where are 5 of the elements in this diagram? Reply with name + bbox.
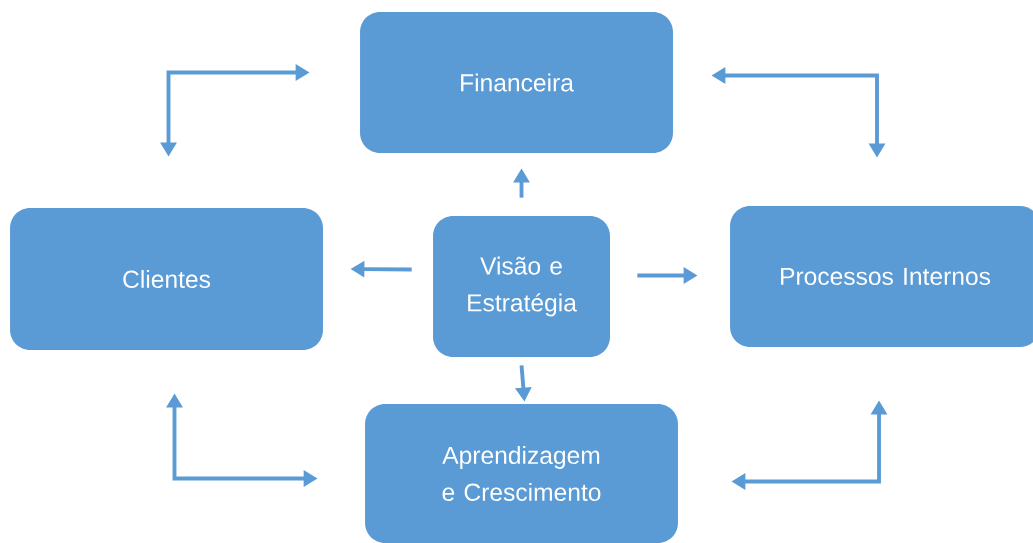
process-box: Processos Internos bbox=[730, 206, 1033, 347]
process-box: Clientes bbox=[10, 208, 323, 350]
process-box: Visão e Estratégia bbox=[433, 216, 610, 357]
process-box: Financeira bbox=[360, 12, 673, 153]
process-box: Aprendizagem e Crescimento bbox=[365, 404, 678, 543]
